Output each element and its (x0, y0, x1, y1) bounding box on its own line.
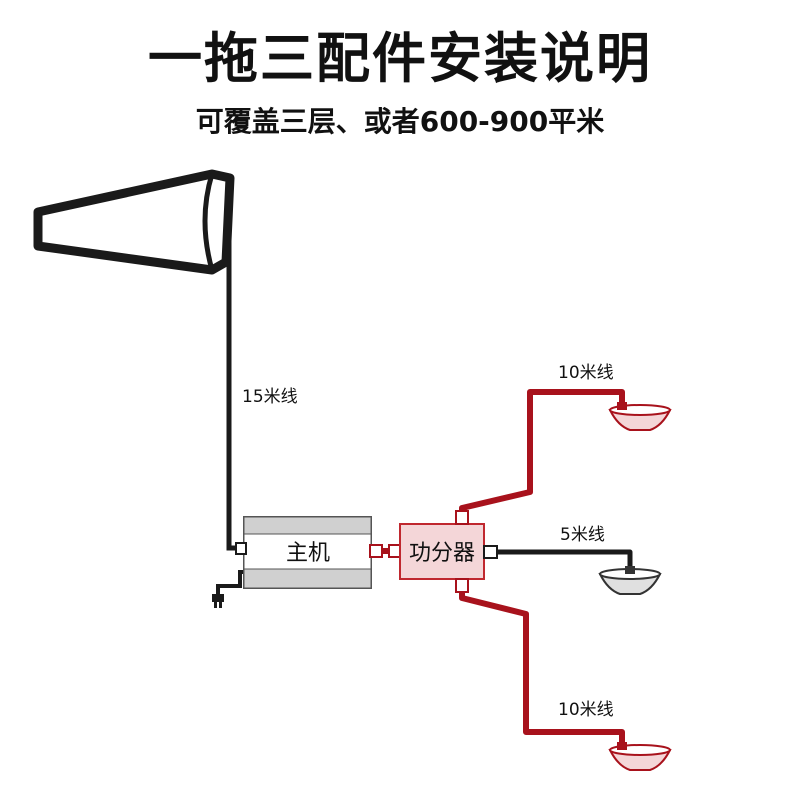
cable-main-label: 15米线 (242, 387, 298, 407)
power-cord (216, 570, 246, 596)
splitter-right-connector (483, 545, 498, 559)
splitter-input-connector (388, 544, 401, 558)
cable-top-10m (459, 389, 625, 511)
splitter-label: 功分器 (409, 541, 475, 566)
ceiling-antenna-middle-icon (598, 566, 662, 595)
cable-bottom-label: 10米线 (558, 700, 614, 720)
power-splitter (399, 523, 485, 580)
host-label: 主机 (286, 541, 330, 566)
ceiling-antenna-top-icon (608, 402, 672, 431)
cable-middle-5m (497, 549, 633, 566)
cable-middle-label: 5米线 (560, 525, 605, 545)
host-unit (243, 516, 372, 589)
ceiling-antenna-bottom-icon (608, 742, 672, 771)
host-antenna-connector (235, 542, 247, 555)
cable-antenna-to-host (226, 226, 240, 551)
host-output-connector (369, 544, 383, 558)
power-plug-icon (212, 594, 224, 608)
cable-top-label: 10米线 (558, 363, 614, 383)
splitter-bottom-connector (455, 578, 469, 593)
cable-bottom-10m (459, 592, 625, 742)
page-subtitle: 可覆盖三层、或者600-900平米 (195, 105, 605, 138)
splitter-top-connector (455, 510, 469, 525)
outdoor-antenna-icon (33, 169, 235, 275)
page-title: 一拖三配件安装说明 (148, 27, 652, 90)
